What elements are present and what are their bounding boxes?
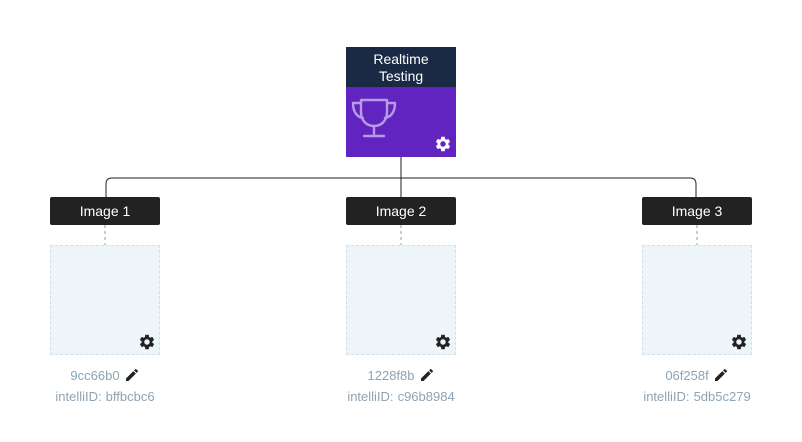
child-image-placeholder-1[interactable] xyxy=(50,245,160,355)
intelli-id-value-3: 5db5c279 xyxy=(693,389,751,404)
pencil-icon[interactable] xyxy=(124,367,140,383)
child-hash-row-2: 1228f8b xyxy=(346,366,456,384)
child-node-label-1[interactable]: Image 1 xyxy=(50,197,160,225)
child-3-settings-gear-icon[interactable] xyxy=(730,333,748,351)
child-intelli-id-row-3: intelliID:5db5c279 xyxy=(617,388,777,406)
intelli-id-value-1: bffbcbc6 xyxy=(105,389,155,404)
root-settings-gear-icon[interactable] xyxy=(434,135,452,153)
child-intelli-id-row-1: intelliID:bffbcbc6 xyxy=(25,388,185,406)
root-node-card[interactable]: Realtime Testing xyxy=(346,47,456,157)
child-1-settings-gear-icon[interactable] xyxy=(138,333,156,351)
intelli-id-prefix: intelliID: xyxy=(643,389,690,404)
child-hash-row-1: 9cc66b0 xyxy=(50,366,160,384)
child-2-settings-gear-icon[interactable] xyxy=(434,333,452,351)
intelli-id-prefix: intelliID: xyxy=(347,389,394,404)
child-node-label-2[interactable]: Image 2 xyxy=(346,197,456,225)
pencil-icon[interactable] xyxy=(419,367,435,383)
intelli-id-value-2: c96b8984 xyxy=(397,389,455,404)
trophy-icon xyxy=(351,98,397,138)
root-node-body[interactable] xyxy=(346,87,456,157)
child-image-placeholder-2[interactable] xyxy=(346,245,456,355)
child-hash-1: 9cc66b0 xyxy=(70,367,120,383)
intelli-id-prefix: intelliID: xyxy=(55,389,102,404)
child-image-placeholder-3[interactable] xyxy=(642,245,752,355)
child-hash-2: 1228f8b xyxy=(367,367,415,383)
child-hash-row-3: 06f258f xyxy=(642,366,752,384)
child-node-label-3[interactable]: Image 3 xyxy=(642,197,752,225)
pencil-icon[interactable] xyxy=(713,367,729,383)
child-hash-3: 06f258f xyxy=(665,367,709,383)
child-intelli-id-row-2: intelliID:c96b8984 xyxy=(321,388,481,406)
root-node-title: Realtime Testing xyxy=(346,47,456,87)
